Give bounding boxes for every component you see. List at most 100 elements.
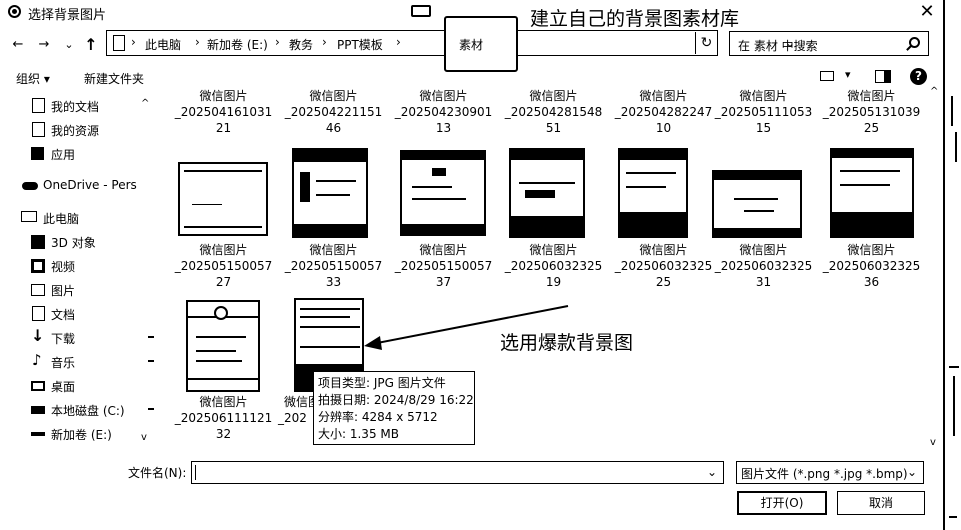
thumbnail-image[interactable] bbox=[830, 148, 914, 238]
file-item[interactable]: 微信图片 _202505150057 37 bbox=[391, 242, 496, 290]
file-name: 46 bbox=[325, 121, 342, 135]
file-name: _202504221151 bbox=[284, 105, 383, 119]
breadcrumb-sep: › bbox=[322, 35, 327, 49]
folder-path-icon bbox=[113, 35, 125, 51]
address-dropdown-icon[interactable]: ⌄ bbox=[785, 36, 796, 50]
file-name: 微信图片 bbox=[419, 89, 468, 103]
file-item[interactable]: 微信图片 _202504221151 46 bbox=[281, 88, 386, 136]
file-item[interactable]: 微信图片 _202505111053 15 bbox=[711, 88, 816, 136]
breadcrumb-jiaowu[interactable]: 教务 bbox=[289, 38, 314, 52]
sidebar-scroll-down-icon[interactable]: v bbox=[141, 432, 147, 443]
file-item[interactable]: 微信图片 _202506032325 31 bbox=[711, 242, 816, 290]
thumbnail-image[interactable] bbox=[509, 148, 585, 238]
arrow-head bbox=[364, 336, 382, 350]
sidebar-item-label: 本地磁盘 (C:) bbox=[51, 404, 125, 418]
breadcrumb-current[interactable]: 素材 bbox=[459, 38, 484, 52]
sidebar-item-label: 我的文档 bbox=[51, 100, 100, 114]
filename-dropdown-icon[interactable]: ⌄ bbox=[706, 465, 717, 479]
cloud-icon bbox=[22, 182, 38, 190]
file-tooltip: 项目类型: JPG 图片文件 拍摄日期: 2024/8/29 16:22 分辨率… bbox=[313, 371, 475, 445]
sidebar-item-label: 3D 对象 bbox=[51, 236, 96, 250]
sidebar-item-label: 文档 bbox=[51, 308, 76, 322]
sidebar-scroll-up-icon[interactable]: ^ bbox=[141, 98, 150, 109]
organize-button[interactable]: 组织 ▾ bbox=[16, 72, 50, 86]
text-caret bbox=[195, 465, 196, 480]
file-name: 21 bbox=[215, 121, 232, 135]
window-title: 选择背景图片 bbox=[28, 8, 107, 23]
file-item[interactable]: 微信图片 _202505150057 33 bbox=[281, 242, 386, 290]
recent-locations-button[interactable]: ⌄ bbox=[64, 38, 74, 51]
thumbnail-image[interactable] bbox=[712, 170, 802, 238]
file-item[interactable]: 微信图片 _202506111121 32 bbox=[171, 394, 276, 442]
view-icon[interactable] bbox=[820, 71, 834, 81]
file-item[interactable]: 微信图片 _202506032325 25 bbox=[611, 242, 716, 290]
help-icon[interactable]: ? bbox=[910, 68, 927, 85]
address-bar[interactable]: › 此电脑 › 新加卷 (E:) › 教务 › PPT模板 › ⌄ bbox=[106, 30, 795, 56]
file-item[interactable]: 微信图片 _202504161031 21 bbox=[171, 88, 276, 136]
apps-icon bbox=[31, 147, 44, 160]
file-name: _202505131039 bbox=[822, 105, 921, 119]
breadcrumb-sep: › bbox=[131, 35, 136, 49]
file-name: 37 bbox=[435, 275, 452, 289]
filename-input[interactable]: ⌄ bbox=[191, 461, 724, 484]
file-item[interactable]: 微信图片 _202506032325 19 bbox=[501, 242, 606, 290]
file-item[interactable]: 微信图片 _202504281548 51 bbox=[501, 88, 606, 136]
divider bbox=[148, 360, 154, 362]
sidebar-item-label: 新加卷 (E:) bbox=[51, 428, 112, 442]
cancel-button[interactable]: 取消 bbox=[837, 491, 925, 515]
thumbnail-image[interactable] bbox=[292, 148, 368, 238]
file-item[interactable]: 微信图片 _202505150057 27 bbox=[171, 242, 276, 290]
file-name: 15 bbox=[755, 121, 772, 135]
file-name: 27 bbox=[215, 275, 232, 289]
file-name: _202505150057 bbox=[394, 259, 493, 273]
breadcrumb-drive-e[interactable]: 新加卷 (E:) bbox=[207, 38, 268, 52]
file-name: _202506111121 bbox=[174, 411, 273, 425]
picture-icon bbox=[31, 284, 45, 296]
file-item[interactable]: 微信图片 _202505131039 25 bbox=[819, 88, 924, 136]
search-input[interactable]: 在 素材 中搜索 bbox=[738, 39, 818, 53]
up-button[interactable]: ↑ bbox=[84, 35, 98, 54]
forward-button[interactable]: → bbox=[38, 37, 50, 52]
thumbnail-image[interactable] bbox=[186, 300, 260, 392]
file-name: 13 bbox=[435, 121, 452, 135]
file-type-select[interactable]: 图片文件 (*.png *.jpg *.bmp) ⌄ bbox=[736, 461, 924, 484]
thumbnail-image[interactable] bbox=[618, 148, 688, 238]
back-button[interactable]: ← bbox=[12, 37, 24, 52]
search-box[interactable]: 在 素材 中搜索 bbox=[729, 31, 929, 56]
file-name: 微信图片 bbox=[529, 89, 578, 103]
breadcrumb-this-pc[interactable]: 此电脑 bbox=[145, 38, 182, 52]
breadcrumb-ppt[interactable]: PPT模板 bbox=[337, 38, 383, 52]
file-name: 25 bbox=[863, 121, 880, 135]
file-name: _202505111053 bbox=[714, 105, 813, 119]
background-window-edge bbox=[947, 96, 961, 530]
scroll-up-icon[interactable]: ^ bbox=[930, 86, 939, 97]
file-name: _202506032325 bbox=[714, 259, 813, 273]
file-name: 10 bbox=[655, 121, 672, 135]
title-bar: 选择背景图片 ✕ bbox=[0, 0, 945, 26]
file-list-scrollbar[interactable]: ^ v bbox=[928, 86, 942, 448]
file-type-dropdown-icon[interactable]: ⌄ bbox=[906, 465, 917, 479]
refresh-button[interactable]: ↻ bbox=[695, 32, 717, 54]
sidebar-item-label: OneDrive - Pers bbox=[43, 178, 137, 192]
search-icon[interactable] bbox=[909, 37, 920, 48]
breadcrumb-overflow-icon[interactable] bbox=[411, 5, 431, 17]
close-button[interactable]: ✕ bbox=[919, 1, 935, 22]
thumbnail-image[interactable] bbox=[178, 162, 268, 236]
open-button[interactable]: 打开(O) bbox=[737, 491, 827, 515]
file-item[interactable]: 微信图片 _202504230901 13 bbox=[391, 88, 496, 136]
file-name: _202504282247 bbox=[614, 105, 713, 119]
thumbnail-image[interactable] bbox=[400, 150, 486, 236]
file-name: _202504281548 bbox=[504, 105, 603, 119]
file-name: 32 bbox=[215, 427, 232, 441]
file-item[interactable]: 微信图片 _202504282247 10 bbox=[611, 88, 716, 136]
scroll-down-icon[interactable]: v bbox=[930, 437, 936, 448]
desktop-icon bbox=[31, 381, 45, 391]
file-item[interactable]: 微信图片 _202506032325 36 bbox=[819, 242, 924, 290]
view-dropdown-icon[interactable]: ▾ bbox=[845, 68, 851, 81]
new-folder-button[interactable]: 新建文件夹 bbox=[84, 72, 145, 86]
file-name: _202505150057 bbox=[174, 259, 273, 273]
file-name: 微信图片 bbox=[199, 243, 248, 257]
sidebar-item-label: 应用 bbox=[51, 148, 76, 162]
preview-pane-icon[interactable] bbox=[875, 70, 891, 83]
